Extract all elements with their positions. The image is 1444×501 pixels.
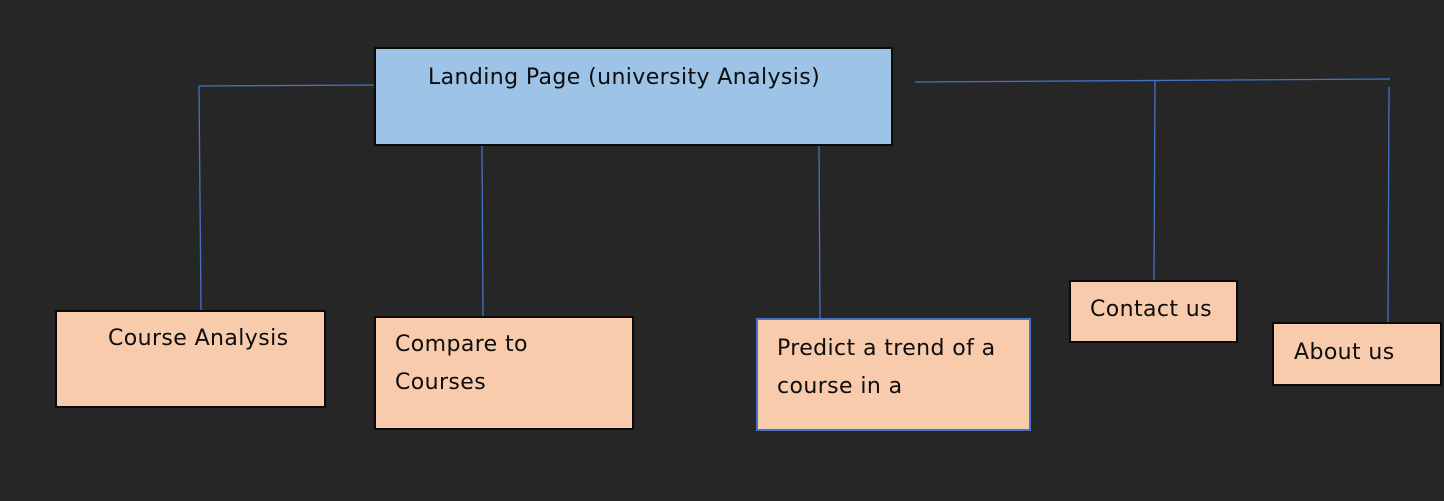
compare-courses-label-line1: Compare to: [395, 332, 528, 357]
about-us-label: About us: [1294, 340, 1395, 365]
compare-courses-label-line2: Courses: [395, 370, 487, 395]
predict-trend-label-line2: course in a: [777, 374, 903, 399]
connector-root-left-horizontal: [198, 84, 389, 87]
connector-compare: [481, 145, 484, 317]
predict-trend-label-line1: Predict a trend of a: [777, 336, 996, 361]
contact-us-label: Contact us: [1090, 297, 1212, 322]
connector-about: [1387, 86, 1390, 323]
landing-page-box: Landing Page (university Analysis): [374, 47, 893, 146]
connector-root-right-horizontal: [914, 78, 1391, 83]
about-us-box: About us: [1272, 322, 1442, 386]
connector-contact: [1153, 79, 1156, 281]
connector-course-analysis: [198, 85, 202, 311]
connector-predict: [818, 145, 821, 319]
contact-us-box: Contact us: [1069, 280, 1238, 343]
course-analysis-label: Course Analysis: [108, 326, 289, 351]
course-analysis-box: Course Analysis: [55, 310, 326, 408]
predict-trend-box: Predict a trend of a course in a: [756, 318, 1031, 431]
landing-page-label: Landing Page (university Analysis): [428, 65, 821, 90]
compare-courses-box: Compare to Courses: [374, 316, 634, 430]
